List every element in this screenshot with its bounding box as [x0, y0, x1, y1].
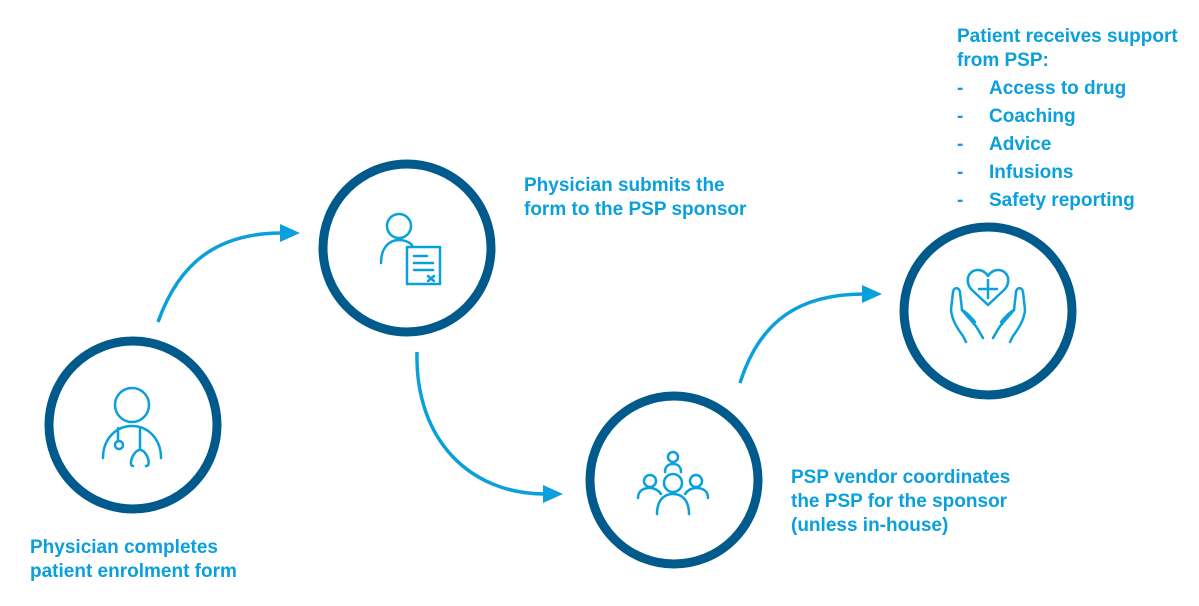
- label-line: (unless in-house): [791, 515, 949, 536]
- bullet-dash: -: [957, 190, 964, 211]
- list-item: - Coaching: [957, 103, 1178, 131]
- label-line: Physician submits the: [524, 175, 725, 196]
- arrow-step1-to-step2: [156, 231, 283, 323]
- list-item: - Infusions: [957, 159, 1178, 187]
- support-list: - Access to drug - Coaching - Advice - Infus…: [957, 75, 1178, 215]
- list-item-text: Coaching: [989, 106, 1076, 127]
- label-line: Patient receives support: [957, 26, 1178, 47]
- bullet-dash: -: [957, 162, 964, 183]
- arrow-step3-to-step4: [738, 292, 865, 384]
- arrowhead: [543, 485, 563, 503]
- bullet-dash: -: [957, 78, 964, 99]
- step2-label: Physician submits the form to the PSP sp…: [524, 174, 746, 222]
- list-item-text: Access to drug: [989, 78, 1127, 99]
- step3-label: PSP vendor coordinates the PSP for the s…: [791, 466, 1010, 538]
- arrowhead: [280, 224, 300, 242]
- person-with-document-icon: [379, 212, 442, 286]
- arrow-step2-to-step3: [415, 351, 546, 496]
- list-item-text: Advice: [989, 134, 1052, 155]
- step3-circle: [585, 391, 763, 569]
- group-of-people-icon: [636, 450, 710, 516]
- bullet-dash: -: [957, 106, 964, 127]
- label-line: PSP vendor coordinates: [791, 467, 1011, 488]
- label-line: patient enrolment form: [30, 561, 237, 582]
- arrowhead: [862, 285, 882, 303]
- step1-label: Physician completes patient enrolment fo…: [30, 536, 237, 584]
- physician-icon: [101, 386, 163, 468]
- label-line: form to the PSP sponsor: [524, 199, 747, 220]
- step4-circle: [899, 222, 1077, 400]
- label-line: Physician completes: [30, 537, 218, 558]
- list-item: - Access to drug: [957, 75, 1178, 103]
- list-item: - Advice: [957, 131, 1178, 159]
- label-line: the PSP for the sponsor: [791, 491, 1008, 512]
- step4-label: Patient receives support from PSP: - Acce…: [957, 25, 1178, 215]
- bullet-dash: -: [957, 134, 964, 155]
- label-line: from PSP:: [957, 50, 1049, 71]
- list-item-text: Infusions: [989, 162, 1074, 183]
- list-item-text: Safety reporting: [989, 190, 1135, 211]
- list-item: - Safety reporting: [957, 187, 1178, 215]
- hands-holding-heart-icon: [949, 268, 1027, 344]
